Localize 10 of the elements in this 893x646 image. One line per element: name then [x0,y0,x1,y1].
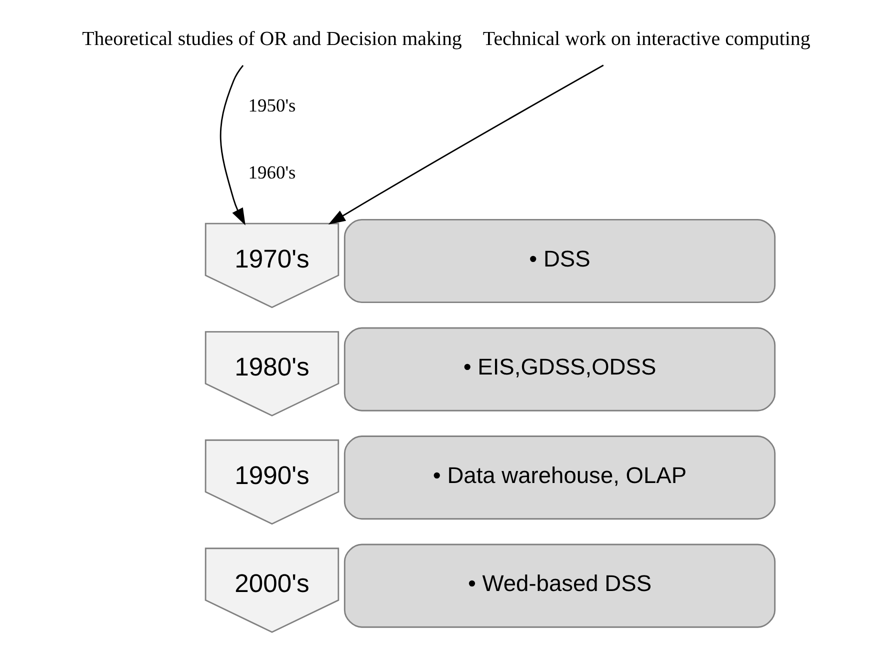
node-text: Technical work on interactive computing [482,28,810,50]
arrow [220,64,246,226]
node-box: • Data warehouse, OLAP [344,436,776,520]
node-box: • DSS [344,219,776,304]
node-text: Theoretical studies of OR and Decision making [82,28,462,50]
label: 1950's [248,96,296,116]
node-box: • Wed-based DSS [344,544,776,628]
arrow [328,64,604,225]
label: 1960's [248,163,296,184]
node-box: • EIS,GDSS,ODSS [344,327,776,412]
